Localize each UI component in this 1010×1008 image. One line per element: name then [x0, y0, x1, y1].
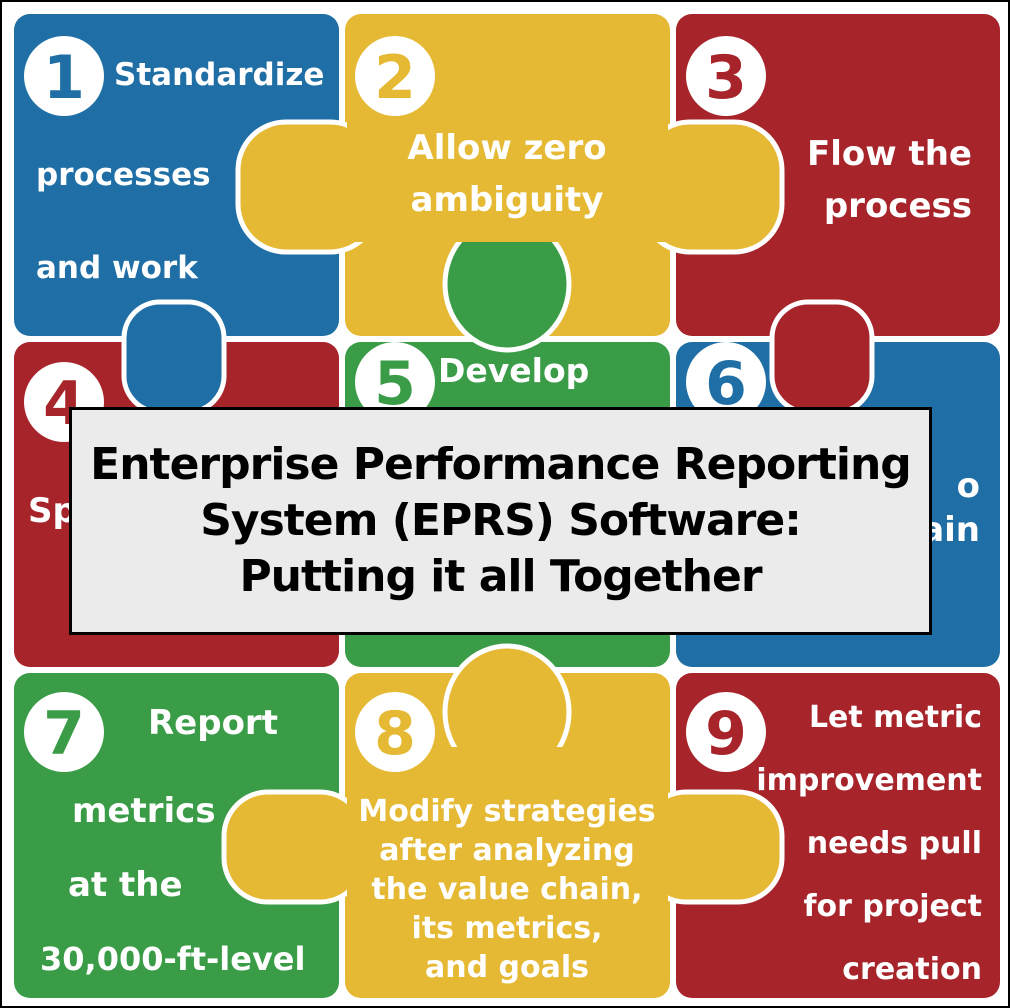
piece-7-line-4: 30,000-ft-level	[40, 940, 306, 978]
piece-1-line-1: Standardize	[114, 57, 325, 93]
piece-9-line-1: Let metric	[808, 700, 982, 735]
piece-9-line-4: for project	[803, 889, 982, 924]
banner-line-1: Enterprise Performance Reporting	[90, 439, 912, 490]
number-circle-3	[686, 36, 766, 116]
piece-1-line-3: and work	[36, 250, 198, 286]
number-circle-1	[24, 36, 104, 116]
number-2: 2	[374, 43, 416, 113]
piece-8-line-4: its metrics,	[411, 911, 603, 946]
piece-7-line-2: metrics	[72, 791, 216, 831]
piece-3-label: Flow the process	[772, 128, 972, 232]
piece-8-line-3: the value chain,	[371, 872, 643, 907]
piece-8-line-5: and goals	[425, 950, 589, 985]
piece-7-label-1: Report	[148, 706, 278, 740]
piece-8-line-2: after analyzing	[379, 833, 635, 868]
piece-2-line-2: ambiguity	[410, 180, 604, 220]
piece-5-line-1: Develop	[438, 351, 590, 390]
number-circle-6	[686, 342, 766, 422]
tab-1-bottom	[121, 299, 227, 415]
piece-9-line-2: improvement	[756, 763, 982, 798]
piece-8-line-1: Modify strategies	[358, 794, 656, 829]
banner-line-2: System (EPRS) Software:	[200, 495, 802, 546]
piece-2-line-1: Allow zero	[407, 128, 607, 168]
tab-3-bottom	[769, 299, 875, 415]
piece-9-line-5: creation	[842, 952, 982, 987]
number-8: 8	[374, 699, 416, 769]
number-7: 7	[43, 699, 85, 769]
piece-3-line-2: process	[823, 186, 972, 226]
piece-4-line-1: Sp	[28, 491, 77, 531]
piece-3-line-1: Flow the	[806, 134, 972, 174]
number-circle-8	[355, 692, 435, 772]
piece-4-label: Sp	[28, 494, 77, 528]
number-circle-7	[24, 692, 104, 772]
piece-8-label: Modify strategies after analyzing the va…	[342, 792, 672, 987]
piece-1-label: Standardize	[114, 60, 324, 91]
number-1: 1	[43, 43, 85, 113]
number-circle-2	[355, 36, 435, 116]
piece-9-label: Let metric improvement needs pull for pr…	[750, 686, 982, 1001]
number-circle-9	[686, 692, 766, 772]
number-9: 9	[705, 699, 747, 769]
piece-1-label-rest: processes and work	[36, 160, 211, 284]
piece-1-line-2: processes	[36, 157, 211, 193]
piece-7-line-3: at the	[68, 865, 183, 905]
banner-line-3: Putting it all Together	[239, 551, 762, 602]
number-circle-5	[355, 342, 435, 422]
piece-2-label: Allow zero ambiguity	[387, 122, 627, 226]
piece-5-label: Develop	[438, 354, 589, 387]
piece-7-label-rest: metrics at the 30,000-ft-level	[24, 774, 334, 996]
number-badges: 1 2 3 4 5 6 7 8 9	[24, 36, 766, 772]
number-3: 3	[705, 43, 747, 113]
piece-7-line-1: Report	[148, 703, 278, 743]
piece-9-line-3: needs pull	[806, 826, 982, 861]
piece-6-line-1: o	[956, 466, 980, 506]
title-banner: Enterprise Performance Reporting System …	[69, 407, 932, 635]
